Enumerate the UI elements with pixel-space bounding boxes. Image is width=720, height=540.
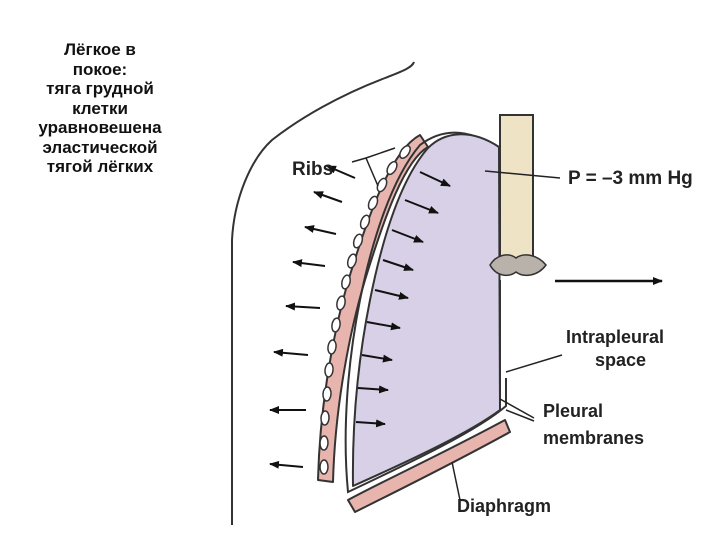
trachea	[500, 115, 533, 265]
label-intrapleural-space: space	[595, 350, 646, 370]
label-diaphragm: Diaphragm	[457, 496, 551, 516]
label-pleural-membranes: membranes	[543, 428, 644, 448]
trachea-ring	[490, 255, 546, 275]
label-intrapleural: Intrapleural	[566, 327, 664, 347]
label-pressure: P = –3 mm Hg	[568, 168, 693, 189]
label-ribs: Ribs	[292, 159, 333, 180]
label-pleural: Pleural	[543, 401, 603, 421]
